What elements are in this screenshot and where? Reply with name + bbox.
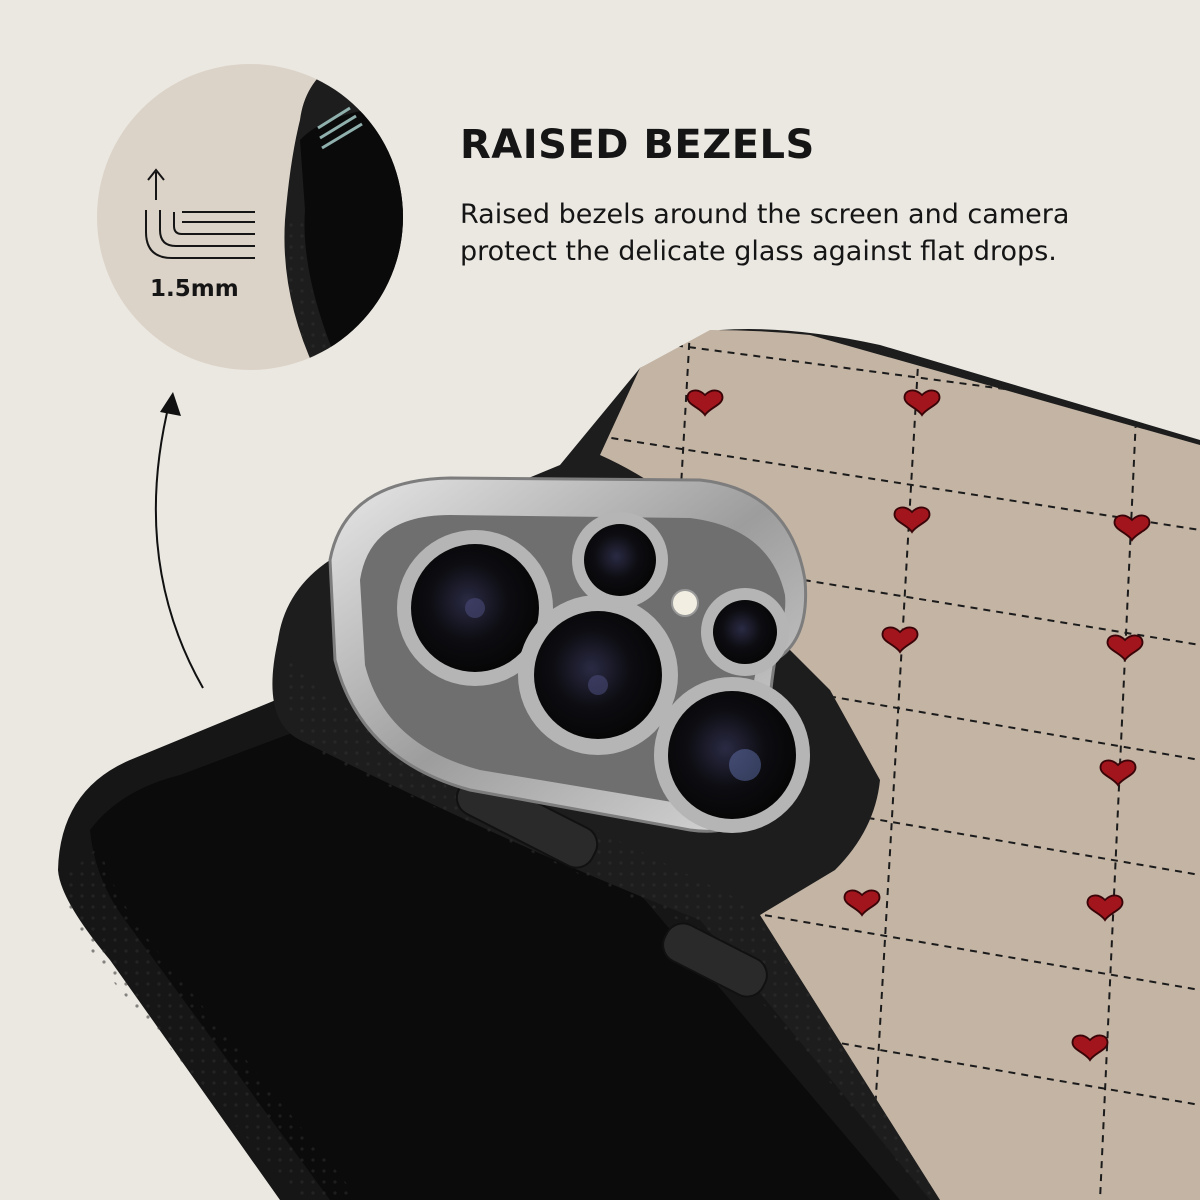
lower-case bbox=[58, 690, 1000, 1200]
camera-lens-center bbox=[518, 595, 678, 755]
camera-lens-small bbox=[572, 512, 668, 608]
flash-icon bbox=[671, 589, 699, 617]
camera-lens-tele bbox=[701, 588, 789, 676]
curved-arrow-icon bbox=[154, 399, 204, 689]
heart-pattern bbox=[686, 389, 1151, 1062]
feature-description: Raised bezels around the screen and came… bbox=[460, 196, 1160, 270]
side-button-lower bbox=[662, 922, 768, 998]
feature-description-line-2: protect the delicate glass against flat … bbox=[460, 236, 1057, 267]
feature-description-line-1: Raised bezels around the screen and came… bbox=[460, 199, 1070, 230]
camera-module bbox=[328, 476, 810, 833]
bezel-measurement: 1.5mm bbox=[150, 276, 239, 302]
bezel-height-arrow-icon bbox=[145, 168, 255, 259]
camera-lens-main bbox=[397, 530, 553, 686]
feature-title: RAISED BEZELS bbox=[460, 122, 815, 168]
camera-lens-lower bbox=[654, 677, 810, 833]
